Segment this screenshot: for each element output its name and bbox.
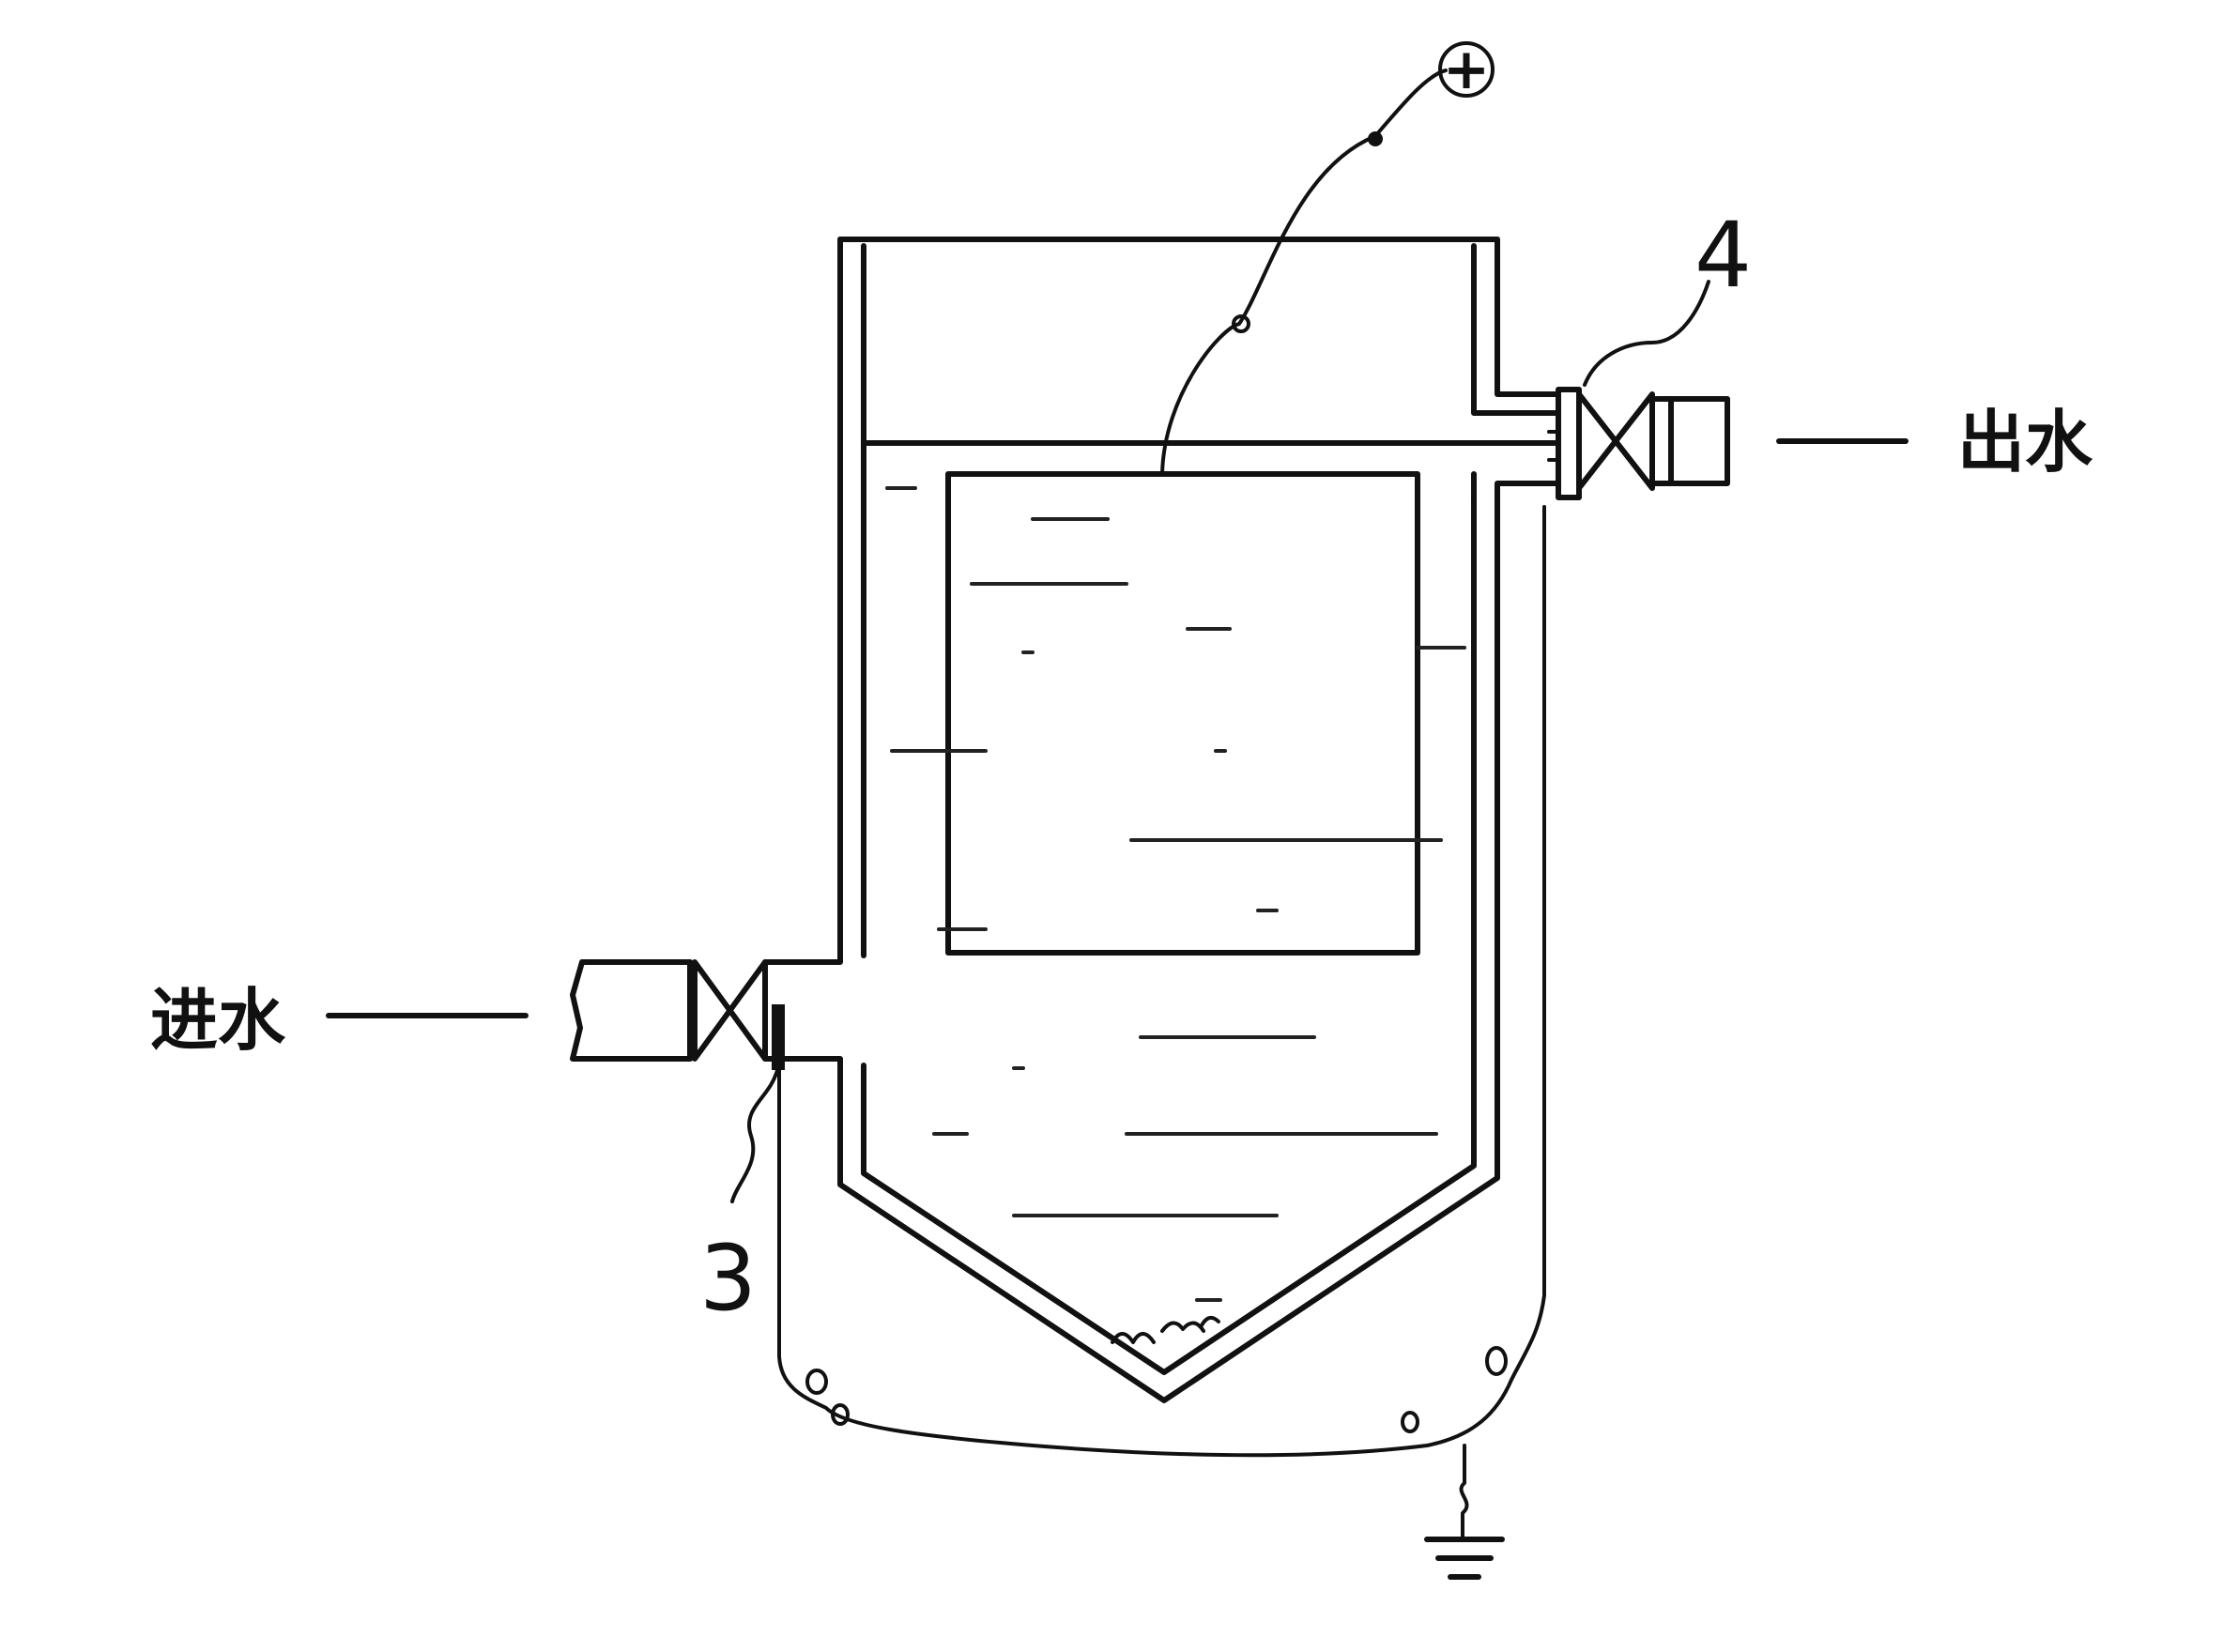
wire-joint-2 (1368, 131, 1383, 146)
electrode-plate (945, 471, 1420, 956)
sludge-deposit (1111, 1315, 1220, 1344)
tank-outer-lower-wall (762, 481, 1561, 1403)
ground-symbol-icon (1424, 1537, 1505, 1580)
tank-inner-wall (861, 243, 1561, 1375)
ground-circuit (777, 505, 1546, 1580)
ground-wire-joint-1 (805, 1369, 828, 1395)
outlet-pipe (1649, 396, 1730, 486)
ground-wire-joint-3 (1401, 1411, 1419, 1433)
tank-right-inner-wall-upper (1471, 243, 1561, 416)
inlet-flange (772, 1004, 785, 1070)
part-4-leader (1583, 280, 1710, 387)
tank-inner-v-bottom (861, 495, 1477, 1375)
inlet-label: 进水 (150, 981, 286, 1060)
outlet-label: 出水 (1957, 403, 2093, 482)
part-3-label: 3 (699, 1226, 757, 1331)
water-texture (885, 486, 1466, 1302)
bowtie-valve-icon (1576, 391, 1655, 491)
outlet-flange-bolts (1547, 430, 1560, 462)
part-3-leader (730, 1068, 779, 1203)
outlet-flange (1556, 387, 1582, 500)
ground-wire (777, 505, 1546, 1458)
ground-wire-joint-2 (831, 1403, 850, 1426)
tank-left-outer-wall-upper (762, 237, 843, 965)
ground-drop-wire (1459, 1444, 1469, 1541)
tank-outer-wall (762, 237, 1561, 1403)
ground-wire-joint-4 (1485, 1346, 1508, 1376)
circled-plus-icon: + (1438, 37, 1495, 102)
outlet-assembly: 4 出水 (1547, 203, 2093, 500)
inlet-assembly: 3 进水 (150, 959, 785, 1331)
bowtie-valve-icon (692, 959, 768, 1062)
inlet-pipe (570, 959, 693, 1062)
tank-right-outer-wall-upper (1495, 237, 1561, 397)
positive-terminal-label: + (1443, 37, 1490, 102)
wire-joint-1 (1232, 314, 1250, 333)
positive-lead-wire (1160, 69, 1448, 476)
part-4-label: 4 (1694, 203, 1752, 308)
